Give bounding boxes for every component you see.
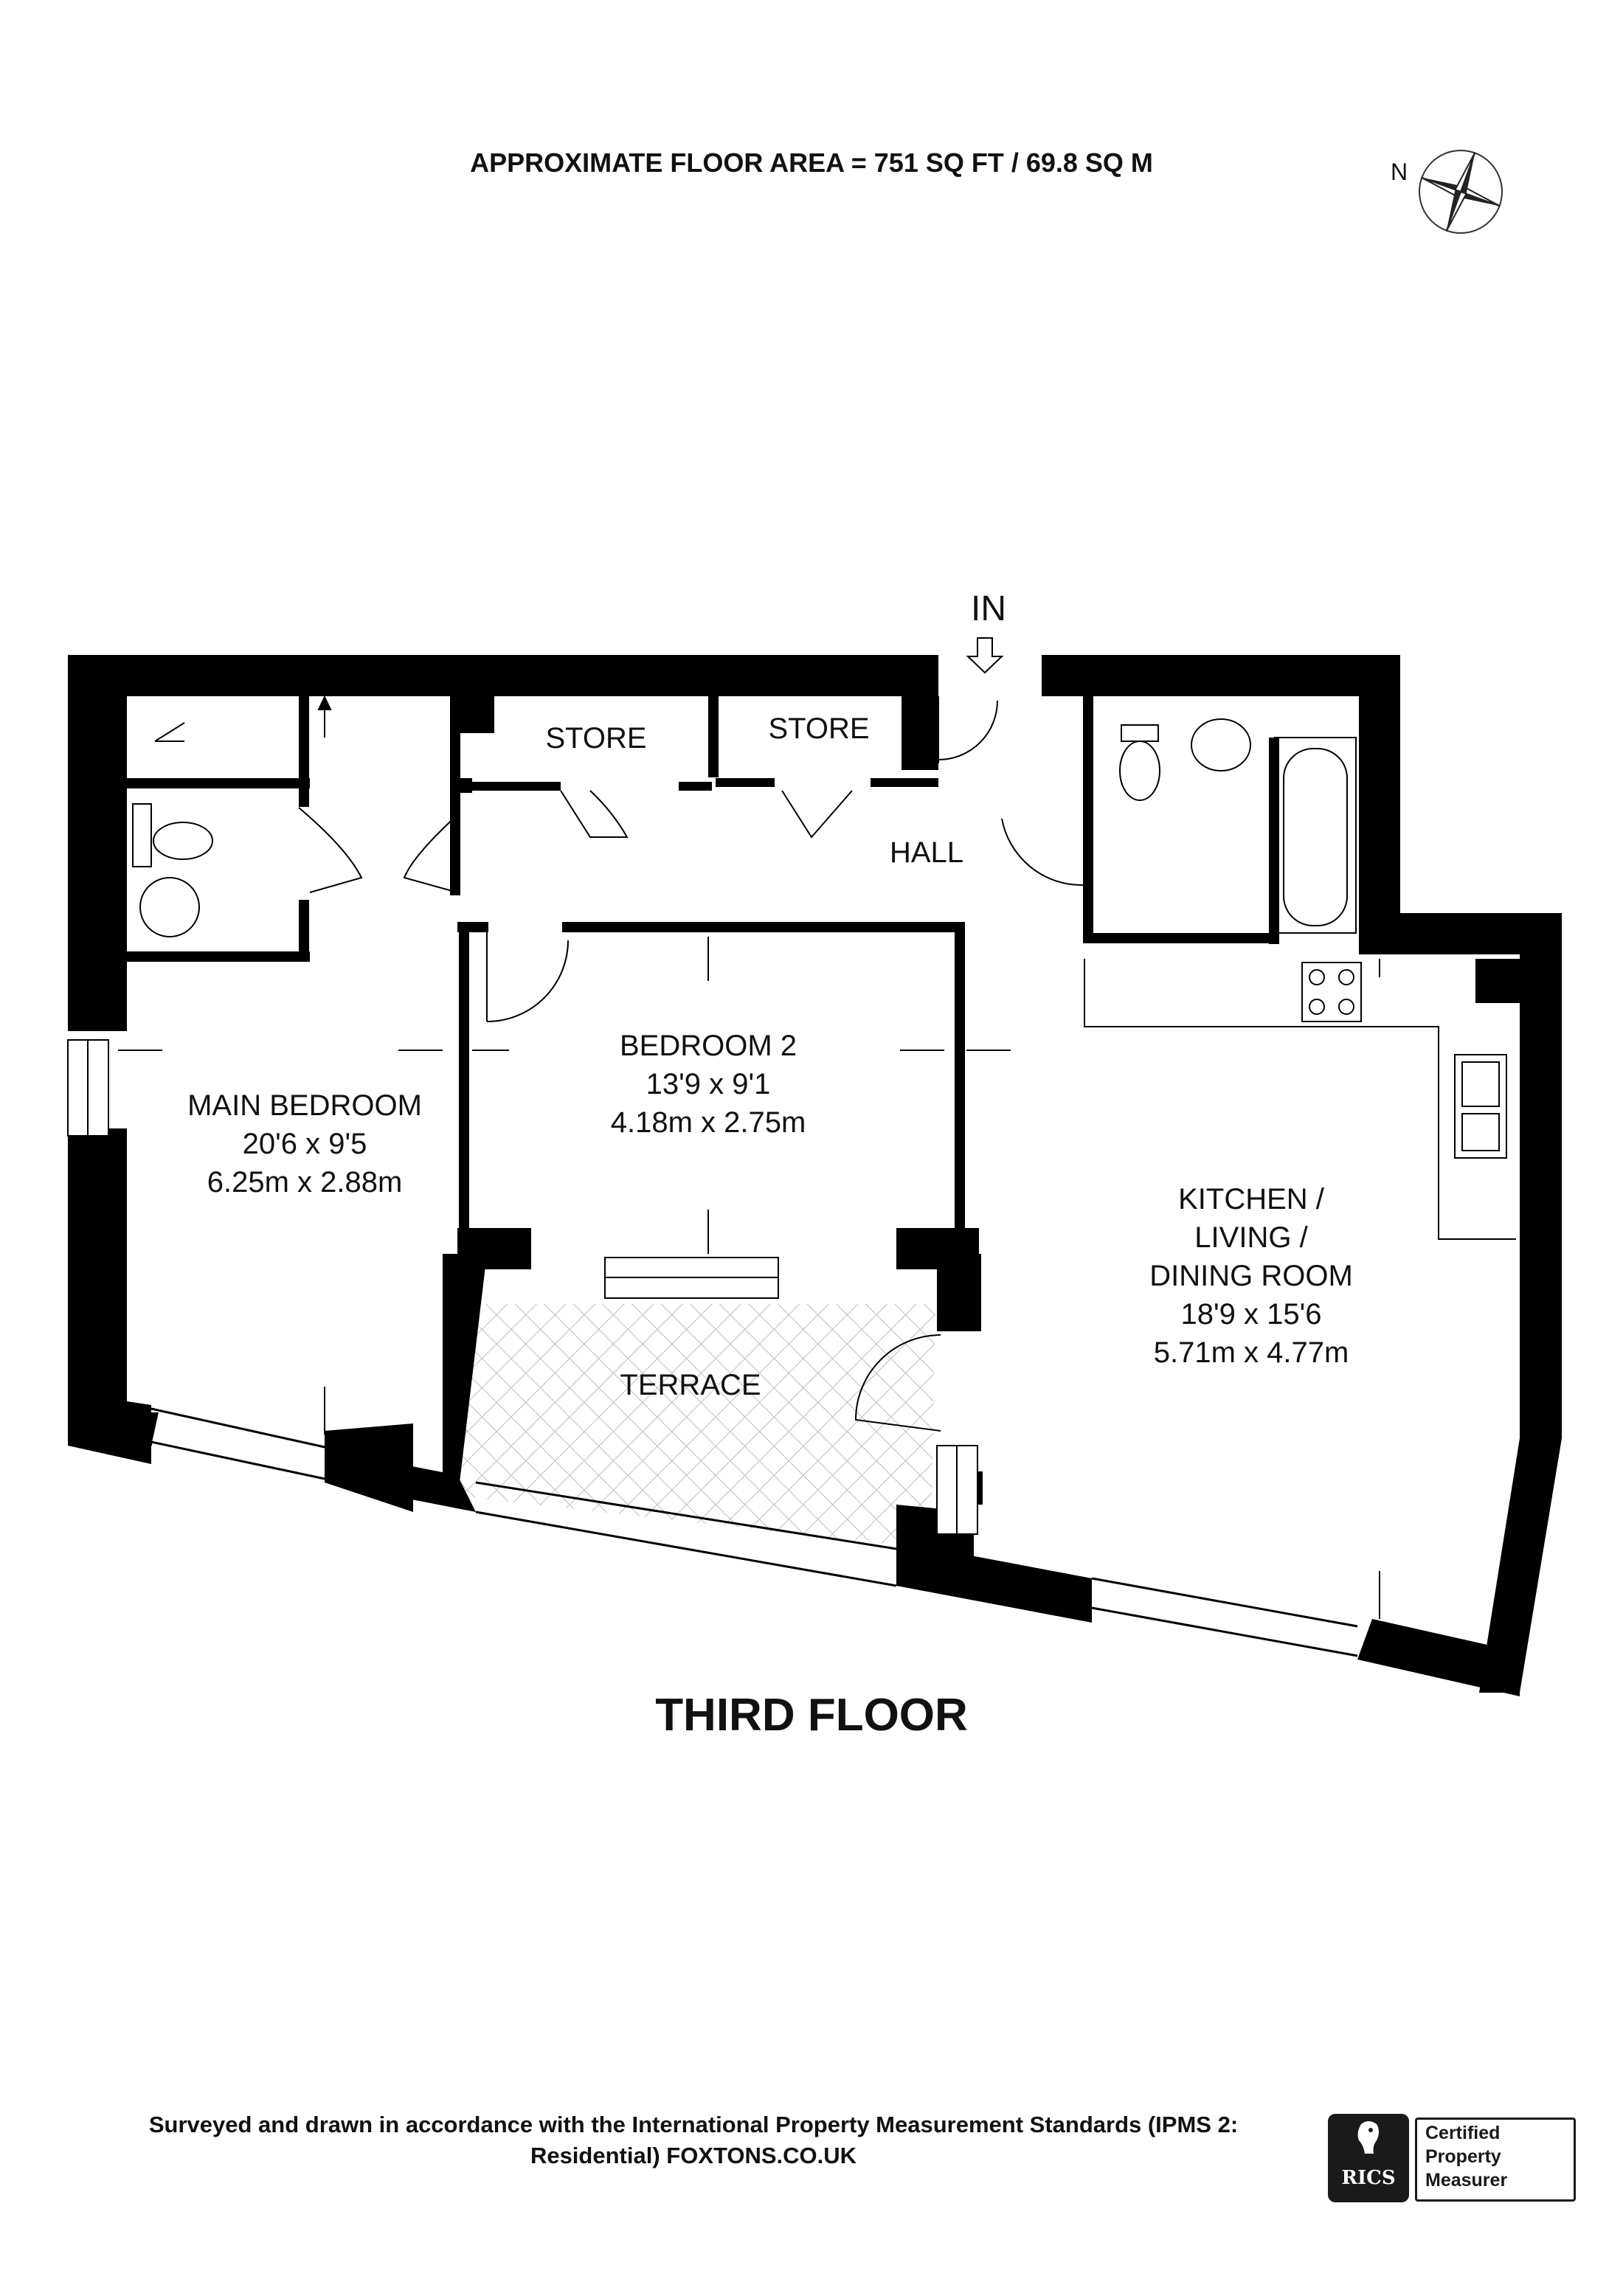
survey-statement: Surveyed and drawn in accordance with th… bbox=[148, 2112, 1239, 2168]
entrance-label: IN bbox=[971, 589, 1006, 628]
exterior-window-lines bbox=[150, 1407, 1358, 1657]
kitchen-living-dining-label: KITCHEN / LIVING / DINING ROOM 18'9 x 15… bbox=[1149, 1183, 1353, 1369]
hall-label: HALL bbox=[889, 836, 964, 869]
kitchen-counters bbox=[1084, 959, 1516, 1240]
bedroom-2-label: BEDROOM 2 13'9 x 9'1 4.18m x 2.75m bbox=[610, 1030, 806, 1139]
terrace-label: TERRACE bbox=[620, 1369, 761, 1401]
terrace-area bbox=[456, 1304, 935, 1549]
north-arrow-icon bbox=[1419, 150, 1503, 234]
windows bbox=[67, 1039, 978, 1535]
rics-logo-text: RICS bbox=[1341, 2167, 1396, 2189]
badge-line-property: Property bbox=[1425, 2146, 1501, 2167]
main-bedroom-label: MAIN BEDROOM 20'6 x 9'5 6.25m x 2.88m bbox=[187, 1089, 422, 1199]
badge-line-measurer: Measurer bbox=[1425, 2170, 1508, 2191]
badge-line-certified: Certified bbox=[1425, 2123, 1501, 2143]
rics-certified-badge: RICS Certified Property Measurer bbox=[1328, 2114, 1577, 2202]
door-swings bbox=[298, 696, 1084, 1432]
outer-walls bbox=[68, 655, 1562, 1696]
lion-icon bbox=[1357, 2121, 1379, 2154]
rics-logo: RICS bbox=[1328, 2114, 1409, 2202]
rics-badge-frame bbox=[1415, 2118, 1576, 2202]
bathroom-fixtures bbox=[132, 718, 1357, 937]
entrance-arrow-icon bbox=[966, 637, 1004, 674]
store-1-label: STORE bbox=[545, 722, 647, 755]
floor-area-title: APPROXIMATE FLOOR AREA = 751 SQ FT / 69.… bbox=[470, 148, 1153, 178]
floor-title: THIRD FLOOR bbox=[655, 1690, 968, 1741]
store-2-label: STORE bbox=[768, 712, 870, 745]
compass-north-label: N bbox=[1391, 159, 1408, 185]
measurement-arrows bbox=[118, 695, 1380, 1619]
inner-walls bbox=[111, 696, 1520, 1505]
